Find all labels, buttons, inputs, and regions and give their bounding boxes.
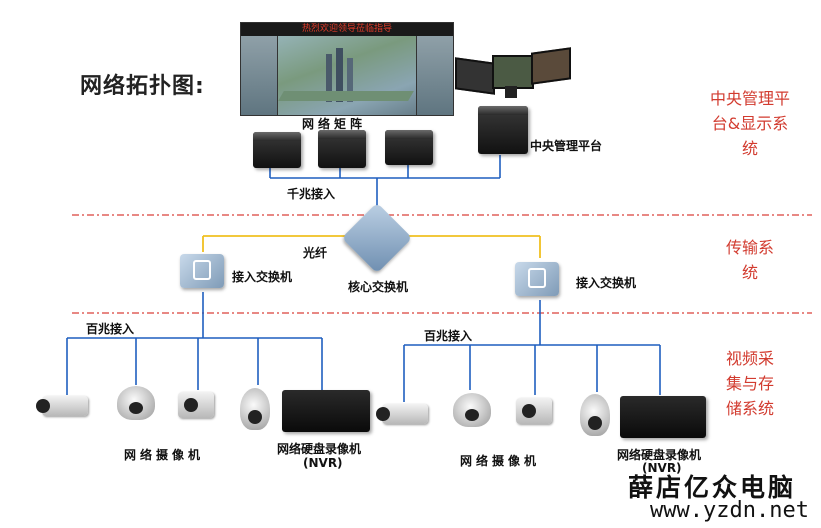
section-label-capture-text: 视频采集与存储系统 (725, 349, 774, 418)
section-label-transmission-text: 传输系统 (726, 238, 775, 282)
label-gigabit: 千兆接入 (287, 187, 336, 201)
section-label-display-text: 中央管理平台&显示系统 (710, 89, 791, 158)
label-nvr-left-2: (NVR) (303, 456, 343, 470)
label-camera-left: 网络摄像机 (124, 448, 205, 462)
section-label-transmission: 传输系统 (726, 235, 774, 285)
label-access-switch-right: 接入交换机 (576, 276, 637, 290)
label-fast-eth-right: 百兆接入 (424, 329, 473, 343)
ptz-camera-right (580, 394, 610, 436)
label-camera-right: 网络摄像机 (460, 454, 541, 468)
section-label-display: 中央管理平台&显示系统 (710, 86, 790, 161)
access-switch-right (515, 262, 559, 296)
label-nvr-left-1: 网络硬盘录像机 (277, 442, 362, 456)
video-wall: 热烈欢迎领导莅临指导 (240, 22, 454, 116)
label-fiber: 光纤 (303, 246, 328, 260)
monitor-wall (455, 47, 571, 98)
access-switch-left (180, 254, 224, 288)
bullet-camera-right (516, 398, 552, 424)
dome-camera-left (117, 386, 155, 420)
label-core-switch: 核心交换机 (348, 280, 409, 294)
watermark-text: 薛店亿众电脑 (628, 473, 797, 502)
bullet-camera-left (178, 392, 214, 418)
core-switch (341, 202, 413, 274)
matrix-server-3 (385, 130, 433, 165)
section-label-capture: 视频采集与存储系统 (720, 346, 780, 421)
video-wall-image (241, 36, 453, 115)
label-nvr-right-1: 网络硬盘录像机 (617, 448, 702, 462)
dome-camera-right (453, 393, 491, 427)
matrix-server-2 (318, 130, 366, 168)
box-camera-right (376, 404, 428, 424)
nvr-right (620, 396, 706, 438)
label-central-platform: 中央管理平台 (530, 139, 603, 153)
label-network-matrix: 网络矩阵 (302, 117, 367, 131)
core-switch-icon (341, 202, 413, 274)
label-fast-eth-left: 百兆接入 (86, 322, 135, 336)
label-nvr-right-2: (NVR) (642, 461, 682, 475)
label-access-switch-left: 接入交换机 (232, 270, 293, 284)
page-title: 网络拓扑图: (80, 74, 205, 99)
matrix-server-1 (253, 132, 301, 168)
central-platform-server (478, 106, 528, 154)
nvr-left (282, 390, 370, 432)
ptz-camera-left (240, 388, 270, 430)
video-wall-banner: 热烈欢迎领导莅临指导 (241, 23, 453, 36)
watermark-url: www.yzdn.net (650, 498, 809, 523)
box-camera-left (36, 396, 88, 416)
